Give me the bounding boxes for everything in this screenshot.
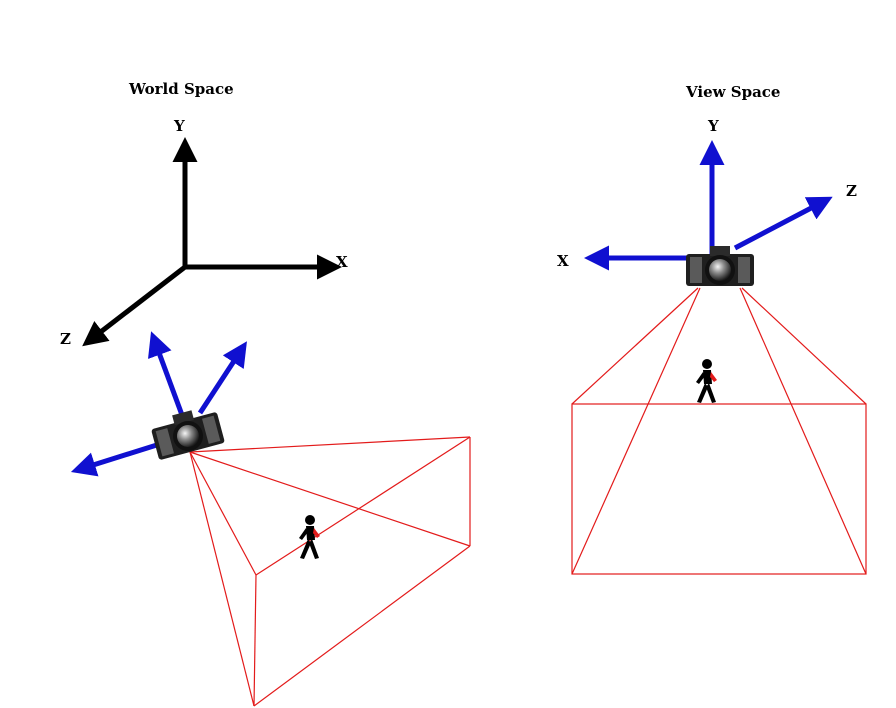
- camera-forward-axis: [197, 341, 247, 415]
- view-x-label: X: [557, 252, 569, 270]
- view-z-axis: [733, 196, 833, 251]
- view-z-label: Z: [846, 182, 857, 200]
- world-space-panel: World Space Y X Z: [60, 80, 471, 707]
- world-axes: [82, 137, 342, 347]
- world-y-label: Y: [173, 117, 185, 135]
- view-space-panel: View Space Y X Z: [557, 83, 867, 575]
- world-z-label: Z: [60, 330, 71, 348]
- camera-icon: [148, 404, 225, 461]
- person-icon: [696, 359, 717, 403]
- view-y-label: Y: [707, 117, 719, 135]
- world-space-title: World Space: [128, 80, 234, 98]
- camera-up-axis: [148, 331, 185, 416]
- world-z-axis: [82, 265, 187, 347]
- camera-local-axes: [70, 331, 247, 477]
- camera-icon: [686, 246, 754, 286]
- view-axes: [584, 140, 833, 271]
- view-space-title: View Space: [685, 83, 780, 101]
- person-icon: [299, 515, 320, 559]
- camera-right-axis: [70, 441, 161, 477]
- frustum-world: [189, 436, 471, 707]
- frustum-view: [571, 287, 867, 575]
- world-x-label: X: [336, 253, 348, 271]
